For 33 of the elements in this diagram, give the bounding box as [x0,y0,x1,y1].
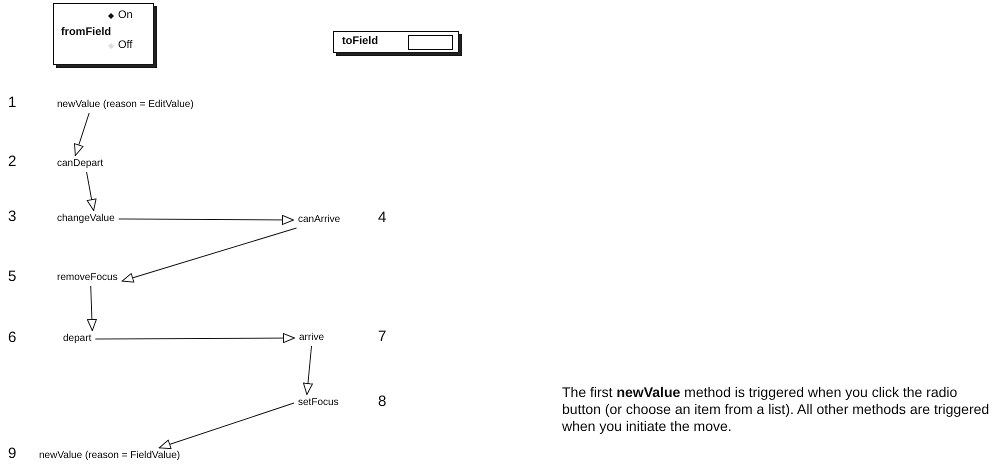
radio-label: On [118,9,133,21]
method-name: depart [59,331,96,347]
arrow [86,172,97,212]
window-title: toField [342,35,378,47]
method-name: setFocus [294,395,343,411]
arrow [302,346,313,396]
arrow [158,402,294,450]
step-number: 6 [8,330,16,346]
step-number: 1 [8,95,16,111]
note-paragraph: The first newValue method is triggered when you click the radio button (or choose an item from a list). All other methods are triggered when you initiate the move. [562,384,989,435]
field-window [333,31,459,53]
method-name: newValue (reason = FieldValue) [35,448,184,464]
method-name: changeValue [53,211,119,227]
method-name: canArrive [294,212,344,228]
method-name: removeFocus [53,270,122,286]
step-number: 3 [8,209,16,225]
radio-window [53,3,154,65]
step-number: 9 [8,446,16,462]
step-number: 5 [8,269,16,285]
radio-label: Off [118,39,132,51]
arrow [118,214,294,225]
step-number: 7 [378,329,386,345]
arrow [74,112,90,156]
arrow [94,333,296,344]
step-number: 8 [378,394,386,410]
method-name: arrive [295,330,328,346]
method-name: canDepart [53,156,108,172]
step-number: 4 [378,210,386,226]
arrow [86,286,97,332]
step-number: 2 [8,154,16,170]
method-name: newValue (reason = EditValue) [53,97,198,113]
arrow [121,228,298,283]
window-title: fromField [61,26,112,38]
